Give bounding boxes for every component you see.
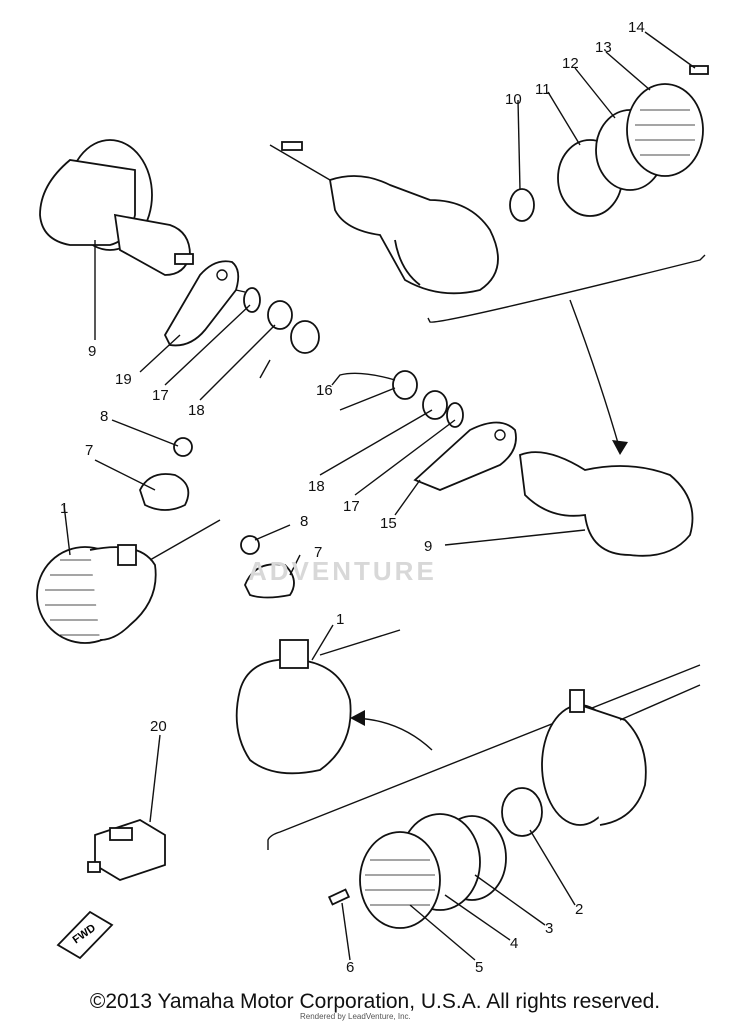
leader-lines bbox=[63, 31, 696, 961]
flasher-assembly-1-left bbox=[36, 519, 221, 644]
socket-16-upper bbox=[290, 320, 320, 354]
callout-11: 11 bbox=[535, 81, 551, 98]
bracket-15 bbox=[413, 421, 517, 491]
clamp-7-left bbox=[139, 473, 190, 511]
fwd-arrow-icon: FWD bbox=[56, 910, 114, 960]
callout-10: 10 bbox=[505, 91, 522, 108]
screw-14 bbox=[689, 65, 709, 75]
callout-6: 6 bbox=[346, 959, 354, 976]
flasher-relay-20 bbox=[87, 819, 166, 881]
callout-20: 20 bbox=[150, 718, 167, 735]
callout-8-center: 8 bbox=[300, 513, 308, 530]
callout-14: 14 bbox=[628, 19, 645, 36]
nut-8-left bbox=[173, 437, 193, 457]
callout-19: 19 bbox=[115, 371, 132, 388]
screw-6 bbox=[327, 888, 351, 906]
flasher-body-top-right bbox=[269, 141, 499, 295]
bulb-10 bbox=[509, 188, 535, 222]
callout-4: 4 bbox=[510, 935, 518, 952]
grommet-18-upper bbox=[267, 300, 293, 330]
lens-13 bbox=[626, 83, 704, 177]
callout-9-lower: 9 bbox=[424, 538, 432, 555]
callout-15: 15 bbox=[380, 515, 397, 532]
assembly-bracket-bottom bbox=[267, 664, 701, 850]
callout-17-lower: 17 bbox=[343, 498, 360, 515]
grommet-18-lower bbox=[422, 390, 448, 420]
nut-8-center bbox=[240, 535, 260, 555]
bracket-19 bbox=[163, 260, 246, 347]
flasher-assembly-1-center bbox=[235, 629, 401, 775]
clamp-7-center bbox=[244, 563, 295, 599]
callout-5: 5 bbox=[475, 959, 483, 976]
callout-labels: 9 19 17 18 16 8 7 1 18 17 15 9 8 7 1 20 … bbox=[60, 19, 645, 976]
callout-3: 3 bbox=[545, 920, 553, 937]
callout-17-upper: 17 bbox=[152, 387, 169, 404]
washer-17-lower bbox=[446, 402, 464, 428]
arrow-to-9 bbox=[569, 299, 621, 451]
callout-7-center: 7 bbox=[314, 544, 322, 561]
callout-7-left: 7 bbox=[85, 442, 93, 459]
callout-18-upper: 18 bbox=[188, 402, 205, 419]
callout-1-left: 1 bbox=[60, 500, 68, 517]
rendered-by-note: Rendered by LeadVenture, Inc. bbox=[300, 1012, 411, 1021]
flasher-body-mid-right bbox=[519, 451, 694, 557]
flasher-body-bottom-right bbox=[541, 684, 701, 826]
watermark-text: ADVENTURE bbox=[248, 556, 437, 586]
assembly-bracket-top bbox=[427, 254, 706, 323]
callout-1-center: 1 bbox=[336, 611, 344, 628]
callout-9-upper: 9 bbox=[88, 343, 96, 360]
flasher-body-top-left bbox=[39, 139, 194, 276]
lens-5 bbox=[359, 831, 441, 929]
bulb-2 bbox=[501, 787, 543, 837]
callout-13: 13 bbox=[595, 39, 612, 56]
callout-2: 2 bbox=[575, 901, 583, 918]
copyright-notice: ©2013 Yamaha Motor Corporation, U.S.A. A… bbox=[89, 990, 661, 1013]
callout-18-lower: 18 bbox=[308, 478, 325, 495]
callout-8-left: 8 bbox=[100, 408, 108, 425]
callout-12: 12 bbox=[562, 55, 579, 72]
socket-16-lower bbox=[392, 370, 418, 400]
callout-16: 16 bbox=[316, 382, 333, 399]
